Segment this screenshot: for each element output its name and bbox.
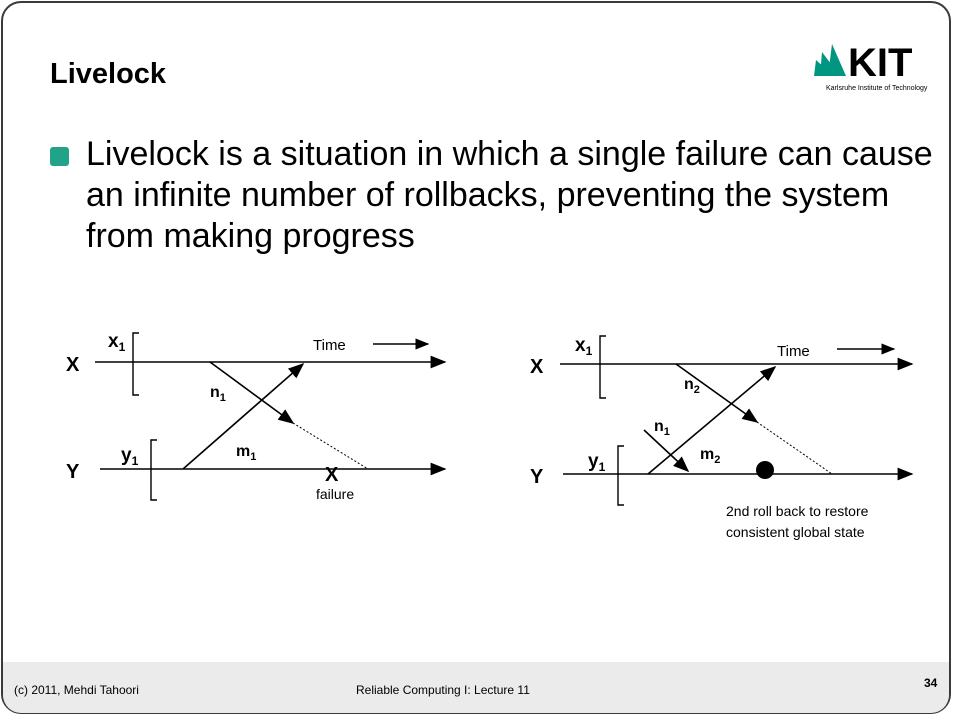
left-message-n1-continuation (292, 422, 369, 470)
right-checkpoint-y1 (617, 445, 624, 506)
footer-band (3, 662, 949, 713)
bullet-marker (50, 147, 69, 166)
right-diagram: X Y x1 y1 Time n2 n1 m2 2nd roll back to… (530, 335, 914, 540)
right-note-line2: consistent global state (726, 524, 865, 540)
right-process-y-label: Y (530, 466, 544, 488)
left-checkpoint-y1 (150, 439, 157, 501)
kit-logo-subtitle: Karlsruhe Institute of Technology (826, 85, 928, 92)
right-rollback-point (756, 461, 774, 479)
right-message-n2-label: n2 (684, 376, 700, 396)
left-failure-label: failure (316, 486, 354, 502)
right-message-m2-label: m2 (700, 446, 720, 466)
left-message-m1-label: m1 (236, 443, 256, 463)
right-message-n1-label: n1 (654, 418, 670, 438)
footer-course: Reliable Computing I: Lecture 11 (356, 683, 530, 697)
kit-logo: KIT Karlsruhe Institute of Technology (814, 41, 928, 92)
left-checkpoint-x1-label: x1 (108, 331, 126, 354)
right-note-line1: 2nd roll back to restore (726, 503, 869, 519)
right-message-n1 (643, 429, 690, 473)
right-checkpoint-x1 (599, 335, 606, 399)
left-time-label: Time (313, 337, 346, 354)
kit-logo-mark (814, 44, 846, 76)
left-failure-mark: X (325, 464, 339, 486)
right-process-x-label: X (530, 356, 544, 378)
right-message-m2 (647, 365, 777, 475)
right-time-label: Time (777, 343, 810, 360)
left-checkpoint-y1-label: y1 (121, 445, 139, 468)
right-checkpoint-y1-label: y1 (588, 451, 606, 474)
bullet-text: Livelock is a situation in which a singl… (86, 135, 933, 255)
left-checkpoint-x1 (132, 332, 139, 396)
left-message-n1-label: n1 (210, 384, 226, 404)
kit-logo-text: KIT (848, 41, 912, 85)
left-message-m1 (182, 362, 305, 470)
right-message-n2 (675, 363, 759, 423)
right-checkpoint-x1-label: x1 (575, 335, 593, 358)
right-message-n2-continuation (756, 421, 833, 475)
page-number: 34 (924, 676, 938, 690)
footer-copyright: (c) 2011, Mehdi Tahoori (14, 683, 139, 697)
left-diagram: X Y x1 y1 Time n1 m1 X failure (66, 331, 447, 502)
left-process-y-label: Y (66, 461, 80, 483)
slide-title: Livelock (50, 58, 167, 90)
left-process-x-label: X (66, 354, 80, 376)
left-message-n1 (209, 361, 295, 424)
